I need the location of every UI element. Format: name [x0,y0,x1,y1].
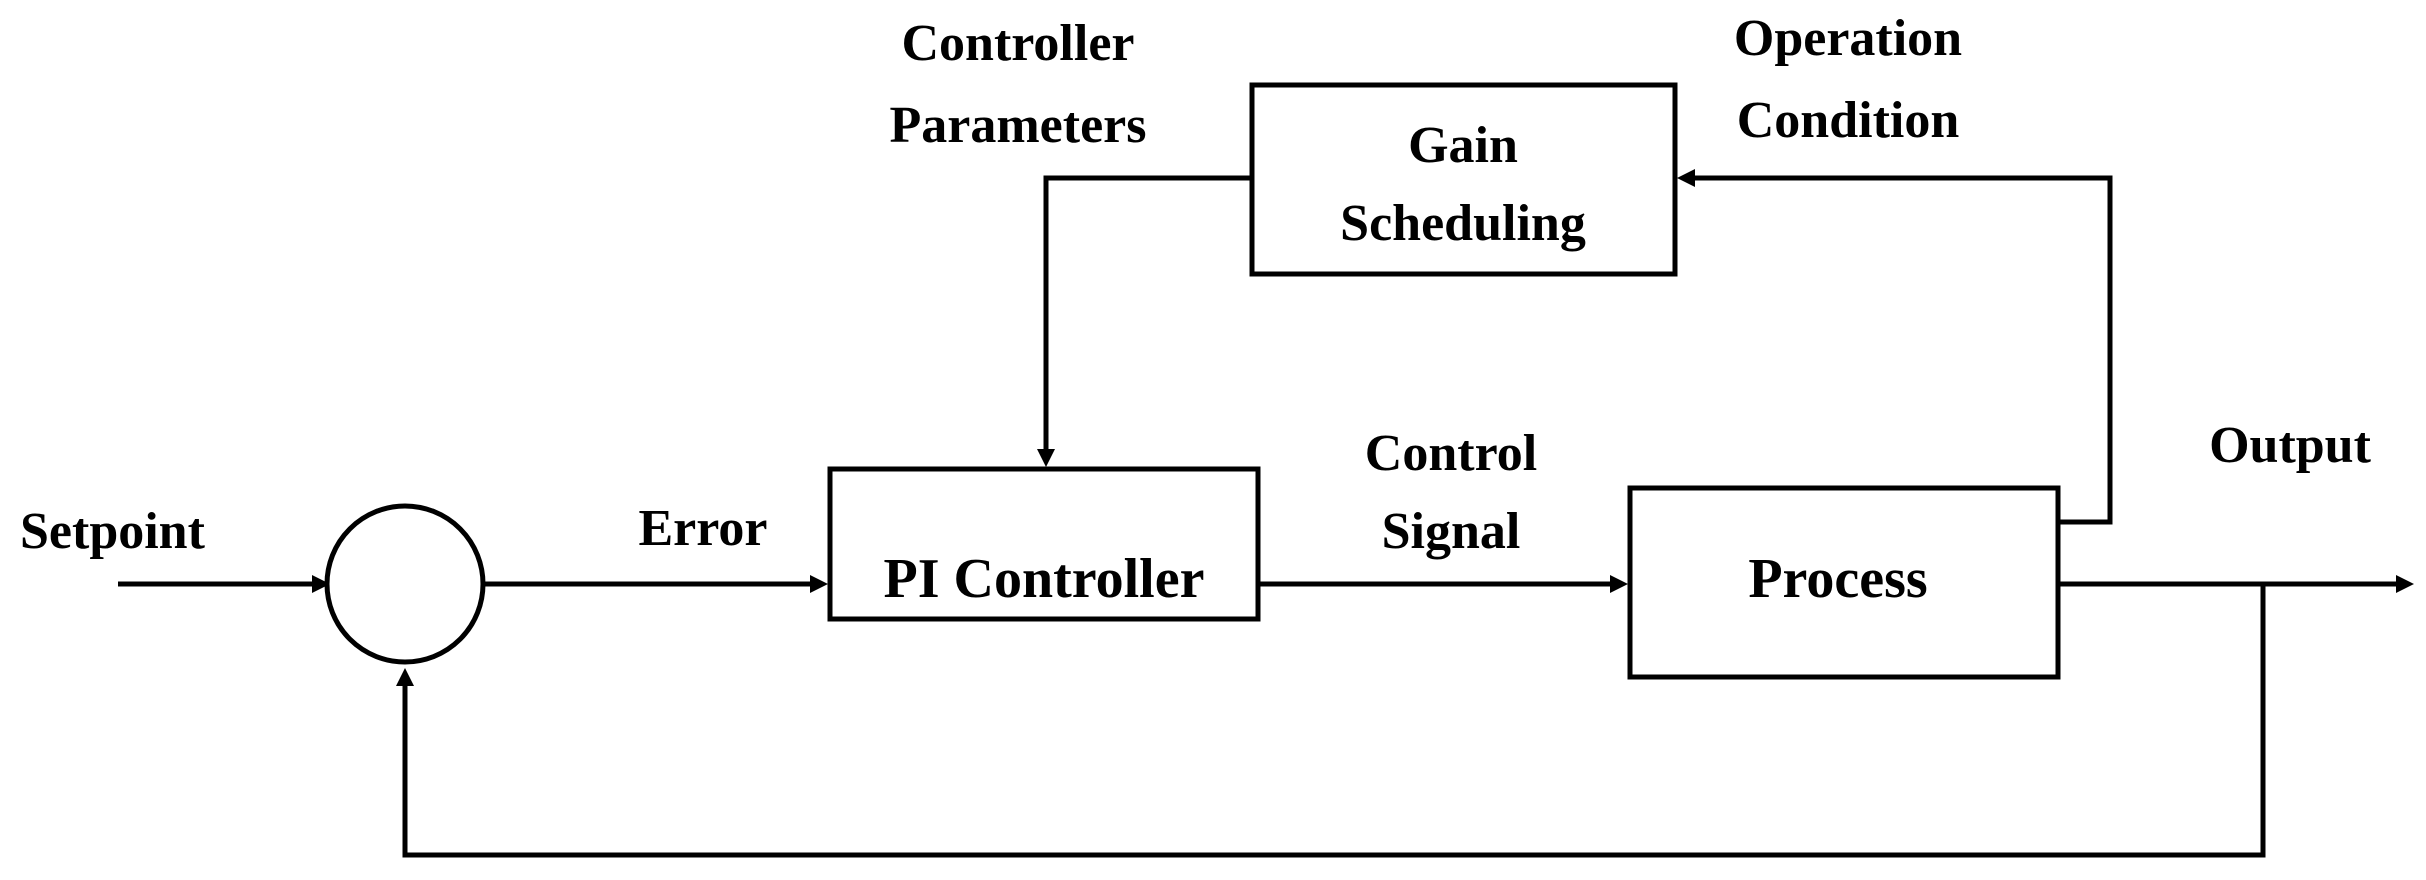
pi-controller-label: PI Controller [884,548,1205,610]
summing-junction [324,503,486,665]
process-label: Process [1748,548,1927,610]
gain-scheduling-label-line2: Scheduling [1340,195,1586,252]
process-block [1627,485,2061,680]
output-label: Output [2209,417,2372,474]
operation-condition-arrowhead [1677,169,1695,187]
control-signal-arrowhead [1610,575,1628,593]
controller-parameters-label-line1: Controller [902,15,1135,72]
operation-condition-label-line2: Condition [1737,92,1960,149]
controller-parameters-arrowhead [1037,449,1055,467]
operation-condition-path [1692,175,2113,525]
operation-condition-label-line1: Operation [1734,10,1962,67]
controller-parameters-path [1043,175,1252,450]
setpoint-arrowhead [312,575,330,593]
gain-scheduling-block [1249,82,1678,277]
pi-controller-block [827,466,1261,622]
error-label: Error [639,500,768,557]
feedback-arrowhead [396,668,414,686]
control-signal-label-line1: Control [1365,425,1537,482]
controller-parameters-label-line2: Parameters [890,97,1147,154]
error-arrowhead [810,575,828,593]
setpoint-label: Setpoint [20,503,206,560]
gain-scheduling-label-line1: Gain [1408,117,1518,174]
feedback-path [402,584,2266,858]
output-arrowhead [2396,575,2414,593]
control-signal-label-line2: Signal [1382,503,1521,560]
